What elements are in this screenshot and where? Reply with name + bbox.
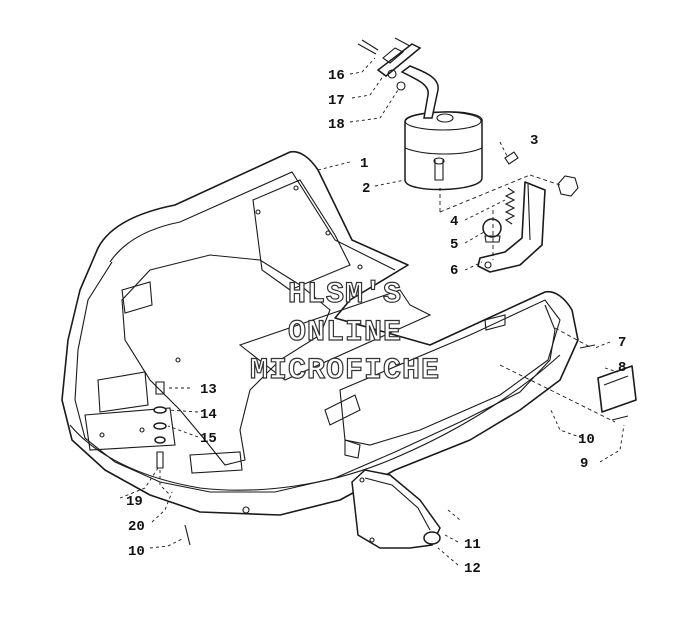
side-plate bbox=[499, 327, 637, 423]
callout-3: 3 bbox=[530, 133, 538, 149]
leader-lines bbox=[119, 57, 625, 566]
callout-18: 18 bbox=[328, 117, 345, 133]
muffler-bracket bbox=[439, 151, 579, 273]
air-duct bbox=[351, 469, 461, 549]
callout-20: 20 bbox=[128, 519, 145, 535]
callout-16: 16 bbox=[328, 68, 345, 84]
callout-8: 8 bbox=[618, 360, 626, 376]
watermark-line-1: HLSM'S bbox=[288, 278, 402, 312]
hardware-stack bbox=[153, 381, 191, 546]
callout-17: 17 bbox=[328, 93, 345, 109]
callout-19: 19 bbox=[126, 494, 143, 510]
callout-4: 4 bbox=[450, 214, 458, 230]
muffler bbox=[400, 65, 483, 191]
callout-5: 5 bbox=[450, 237, 458, 253]
callout-14: 14 bbox=[200, 407, 217, 423]
callout-labels: 1 2 3 4 5 6 7 8 9 10 10 11 12 13 14 15 1… bbox=[126, 68, 626, 577]
watermark: HLSM'S ONLINE MICROFICHE bbox=[249, 277, 440, 388]
callout-10-right: 10 bbox=[578, 432, 595, 448]
callout-6: 6 bbox=[450, 263, 458, 279]
belly-pan bbox=[61, 150, 579, 516]
callout-13: 13 bbox=[200, 382, 217, 398]
callout-7: 7 bbox=[618, 335, 626, 351]
callout-15: 15 bbox=[200, 431, 217, 447]
callout-11: 11 bbox=[464, 537, 481, 553]
callout-10-left: 10 bbox=[128, 544, 145, 560]
callout-9: 9 bbox=[580, 456, 588, 472]
exhaust-flange bbox=[357, 37, 422, 91]
callout-1: 1 bbox=[360, 156, 368, 172]
callout-2: 2 bbox=[362, 181, 370, 197]
watermark-line-2: ONLINE bbox=[288, 316, 402, 350]
callout-12: 12 bbox=[464, 561, 481, 577]
watermark-line-3: MICROFICHE bbox=[250, 354, 440, 388]
